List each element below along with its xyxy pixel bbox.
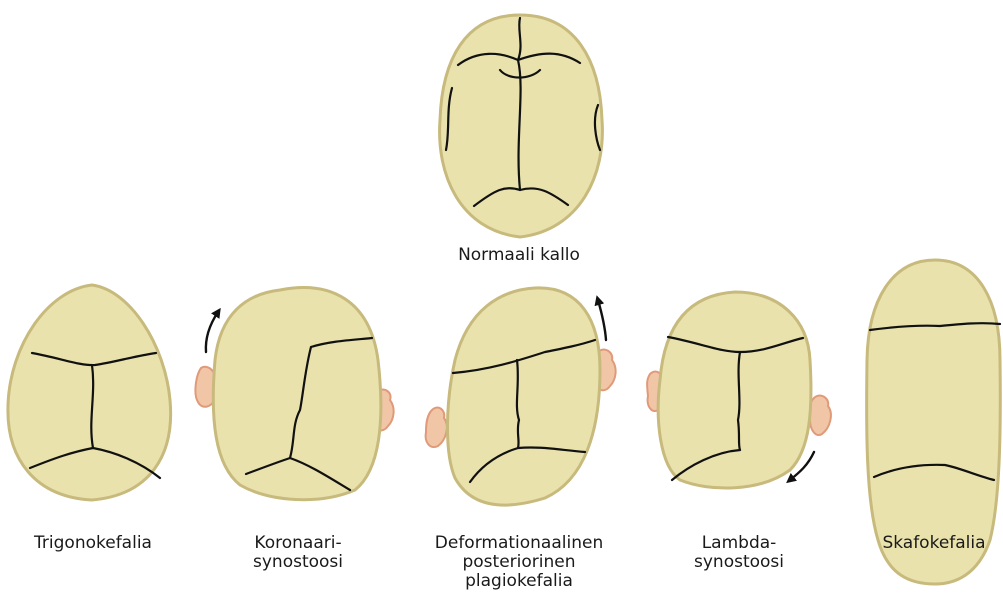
label-coronal-synostosis: Koronaari- synostoosi [253,534,343,572]
label-deformational-plagiocephaly: Deformationaalinen posteriorinen plagiok… [435,534,603,591]
label-trigonocephaly: Trigonokefalia [34,534,152,553]
lambdoid-synostosis-skull [647,292,831,488]
label-normal-skull: Normaali kallo [458,246,580,265]
trigonocephaly-skull [8,285,171,500]
label-lambdoid-synostosis: Lambda- synostoosi [694,534,784,572]
label-scaphocephaly: Skafokefalia [882,534,985,553]
deformational-rotation-arrow [598,300,606,340]
coronal-synostosis-skull [195,288,393,500]
normal-skull [440,15,603,237]
deformational-plagiocephaly-skull [426,288,616,505]
